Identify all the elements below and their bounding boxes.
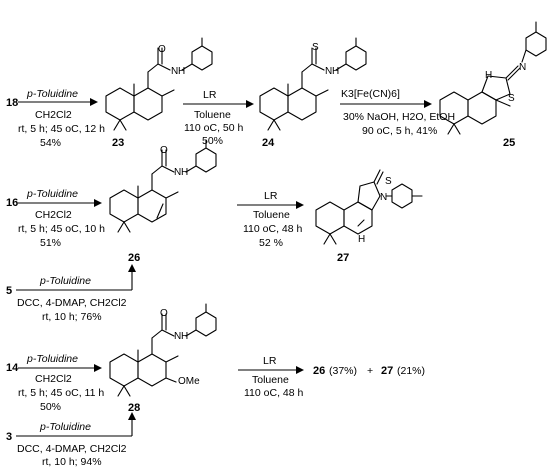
reagent-text: Toluene	[253, 209, 290, 221]
reagent-text: LR	[264, 190, 278, 202]
atom-H: H	[181, 331, 188, 342]
reagent-text: rt, 10 h; 94%	[42, 456, 102, 468]
compound-23-label: 23	[112, 137, 124, 149]
reagent-text: rt, 5 h; 45 oC, 10 h	[18, 223, 105, 235]
structure-28	[109, 303, 217, 397]
product-26-yield: (37%)	[329, 365, 357, 377]
atom-H: H	[181, 167, 188, 178]
row-2: 16 p-Toluidine CH2Cl2 rt, 5 h; 45 oC, 10…	[6, 139, 423, 323]
atom-S: S	[312, 42, 319, 53]
yield-text: 50%	[40, 401, 61, 413]
structure-27	[315, 169, 423, 245]
product-27-yield: (21%)	[397, 365, 425, 377]
reagent-text: CH2Cl2	[35, 109, 72, 121]
structure-25	[439, 21, 547, 135]
atom-N: N	[519, 62, 526, 73]
compound-16-label: 16	[6, 197, 18, 209]
structure-26	[109, 139, 217, 233]
reagent-text: rt, 5 h; 45 oC, 12 h	[18, 123, 105, 135]
reagent-text: 110 oC, 50 h	[184, 122, 244, 134]
atom-OMe: OMe	[178, 376, 200, 387]
row-1: 18 p-Toluidine CH2Cl2 rt, 5 h; 45 oC, 12…	[6, 21, 547, 149]
product-27-label: 27	[381, 365, 393, 377]
compound-28-label: 28	[128, 402, 140, 414]
reagent-text: Toluene	[252, 374, 289, 386]
product-26-label: 26	[313, 365, 325, 377]
reagent-text: rt, 5 h; 45 oC, 11 h	[18, 387, 104, 399]
arrowhead	[90, 98, 98, 106]
atom-N: N	[174, 167, 181, 178]
atom-O: O	[160, 145, 168, 156]
structure-23	[105, 37, 213, 131]
yield-text: 51%	[40, 237, 61, 249]
atom-H: H	[358, 234, 365, 245]
yield-text: 50%	[202, 135, 223, 147]
plus-sign: +	[367, 365, 373, 377]
reagent-text: p-Toluidine	[26, 88, 78, 100]
row-3: 14 p-Toluidine CH2Cl2 rt, 5 h; 45 oC, 11…	[6, 303, 425, 468]
reagent-text: DCC, 4-DMAP, CH2Cl2	[17, 297, 127, 309]
arrowhead	[94, 199, 102, 207]
atom-H: H	[332, 66, 339, 77]
atom-S: S	[508, 93, 515, 104]
reagent-text: p-Toluidine	[26, 353, 78, 365]
arrowhead	[94, 364, 102, 372]
arrowhead	[128, 264, 136, 272]
atom-H: H	[178, 66, 185, 77]
reagent-text: LR	[203, 89, 217, 101]
reagent-text: p-Toluidine	[26, 188, 78, 200]
atom-N: N	[174, 331, 181, 342]
arrowhead	[296, 201, 304, 209]
structure-24	[259, 37, 367, 131]
reagent-text: rt, 10 h; 76%	[42, 311, 102, 323]
atom-N: N	[380, 192, 387, 203]
reagent-text: 30% NaOH, H2O, EtOH	[343, 111, 455, 123]
atom-H: H	[485, 70, 492, 81]
compound-26-label: 26	[128, 252, 140, 264]
reagent-text: 110 oC, 48 h	[243, 223, 303, 235]
reagent-text: CH2Cl2	[35, 373, 72, 385]
compound-14-label: 14	[6, 362, 19, 374]
reagent-text: CH2Cl2	[35, 209, 72, 221]
compound-27-label: 27	[337, 252, 349, 264]
atom-S: S	[385, 176, 392, 187]
atom-N: N	[171, 66, 178, 77]
reagent-text: p-Toluidine	[39, 275, 91, 287]
atom-O: O	[160, 308, 168, 319]
compound-5-label: 5	[6, 285, 12, 297]
reagent-text: 90 oC, 5 h, 41%	[362, 125, 437, 137]
atom-N: N	[325, 66, 332, 77]
reagent-text: LR	[263, 355, 277, 367]
atom-O: O	[158, 44, 166, 55]
reagent-text: Toluene	[194, 109, 231, 121]
compound-3-label: 3	[6, 431, 12, 443]
arrowhead	[128, 412, 136, 420]
reagent-text: K3[Fe(CN)6]	[341, 88, 400, 100]
reagent-text: p-Toluidine	[39, 421, 91, 433]
compound-18-label: 18	[6, 97, 18, 109]
compound-24-label: 24	[262, 137, 275, 149]
arrowhead	[296, 366, 304, 374]
reagent-text: DCC, 4-DMAP, CH2Cl2	[17, 443, 127, 455]
arrowhead	[246, 100, 254, 108]
arrowhead	[424, 100, 432, 108]
yield-text: 54%	[40, 137, 61, 149]
yield-text: 52 %	[259, 237, 283, 249]
compound-25-label: 25	[503, 137, 515, 149]
reagent-text: 110 oC, 48 h	[244, 387, 304, 399]
